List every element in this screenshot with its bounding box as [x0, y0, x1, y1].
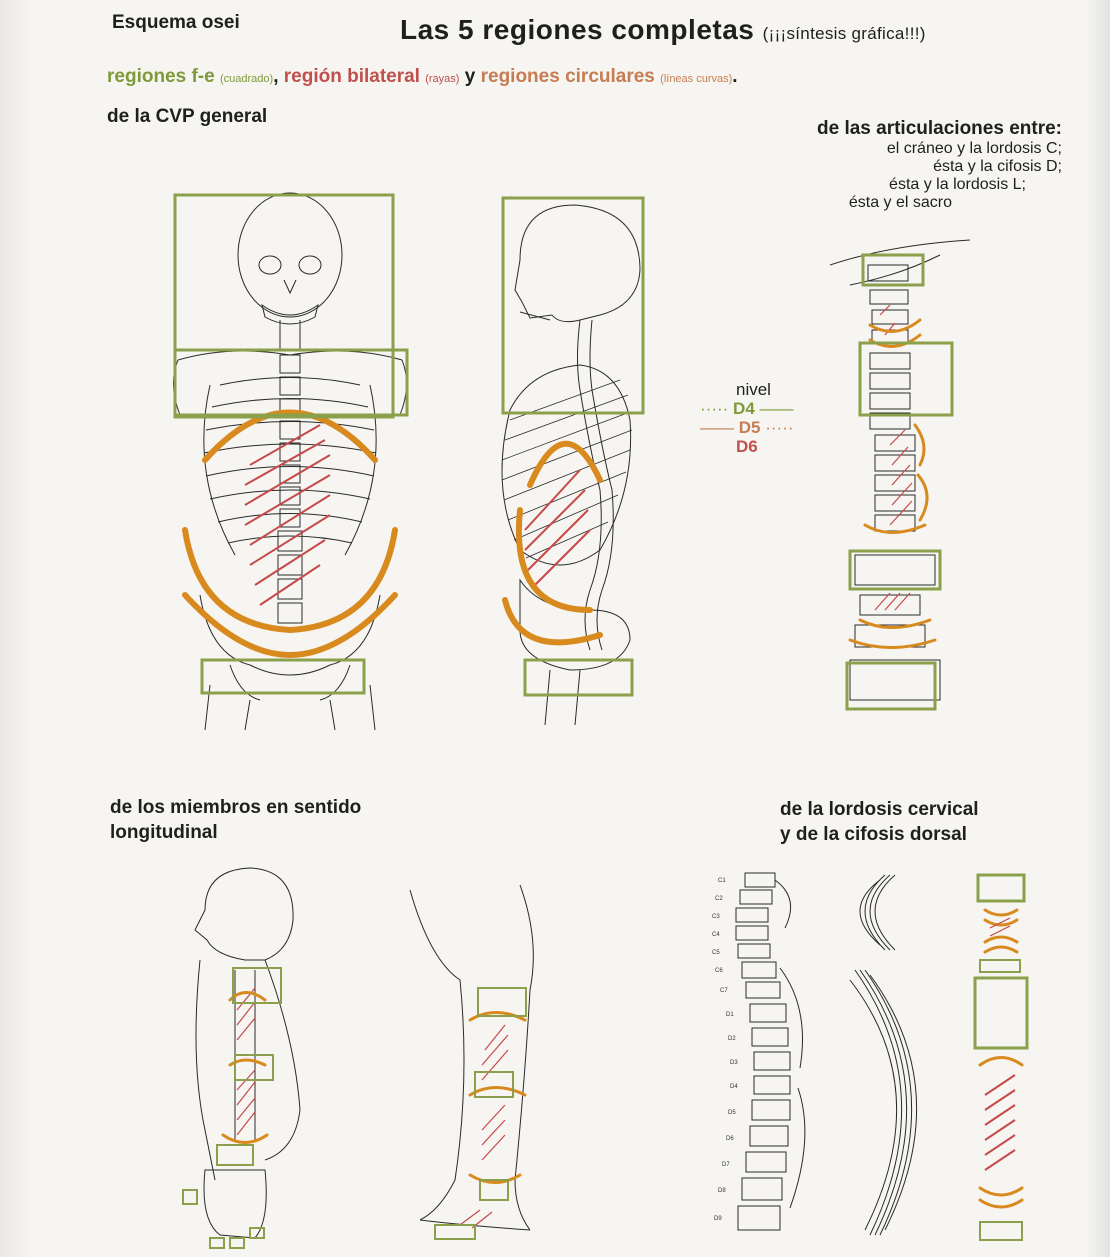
- circular-arc-middle: [185, 530, 395, 630]
- legend-green-term: regiones f-e: [107, 66, 215, 87]
- column-box-3: [975, 978, 1027, 1048]
- section-cvp-general: de la CVP general: [107, 106, 267, 128]
- arm-box-wrist: [217, 1145, 253, 1165]
- articulation-box-dorsal-lumbar: [850, 551, 940, 589]
- side-skeleton-figure: [480, 190, 660, 730]
- svg-text:D2: D2: [728, 1036, 736, 1042]
- region-box-shoulders: [175, 350, 407, 415]
- legend-line: regiones f-e (cuadrado), región bilatera…: [107, 66, 738, 88]
- nivel-d4-row: ····· D4 ——: [700, 399, 794, 418]
- svg-text:C7: C7: [720, 988, 728, 994]
- page-title: Las 5 regiones completas (¡¡¡síntesis gr…: [400, 14, 926, 46]
- legend-green-note: (cuadrado): [220, 73, 273, 85]
- leg-box-foot: [435, 1225, 475, 1239]
- svg-text:D6: D6: [726, 1136, 734, 1142]
- legend-sep2: y: [465, 66, 476, 87]
- arm-box-elbow: [235, 1055, 273, 1080]
- skull-outline: [238, 193, 342, 317]
- svg-text:C6: C6: [715, 968, 723, 974]
- legend-end: .: [732, 66, 737, 87]
- region-box-pelvis: [202, 660, 364, 693]
- lordosis-spine-figure: C1 C2 C3 C4 C5 C6 C7 D1 D2 D3 D4 D5 D6 D…: [710, 868, 830, 1243]
- articulaciones-list: el cráneo y la lordosis C; ésta y la cif…: [849, 140, 1062, 212]
- curvature-lines-figure: [845, 870, 945, 1245]
- header-left-label: Esquema osei: [112, 12, 240, 34]
- section-lordosis: de la lordosis cervical y de la cifosis …: [780, 797, 979, 847]
- legend-orange-term: regiones circulares: [481, 66, 655, 87]
- articulaciones-item: el cráneo y la lordosis C;: [849, 140, 1062, 158]
- nivel-legend: nivel ····· D4 —— —— D5 ····· D6: [700, 380, 794, 456]
- articulation-box-sacral: [847, 663, 935, 709]
- region-box-head: [175, 195, 393, 417]
- nivel-d4: D4: [733, 399, 755, 418]
- rib-cage: [204, 378, 376, 556]
- legend-sep1: ,: [273, 66, 278, 87]
- articulations-spine-figure: [830, 235, 980, 735]
- arm-limb-figure: [175, 860, 325, 1250]
- svg-text:C5: C5: [712, 950, 720, 956]
- nivel-label: nivel: [700, 380, 794, 399]
- front-skeleton-figure: [150, 185, 430, 735]
- legend-red-note: (rayas): [425, 73, 459, 85]
- lordosis-vertebrae: [736, 873, 805, 1230]
- svg-text:D4: D4: [730, 1084, 738, 1090]
- side-circular-arc-upper: [530, 444, 600, 485]
- articulation-box-cervical-dorsal: [860, 343, 952, 415]
- nivel-d5-row: —— D5 ·····: [700, 418, 794, 437]
- regions-column-figure: [970, 870, 1040, 1245]
- articulaciones-item: ésta y la lordosis L;: [849, 176, 1026, 194]
- leg-box-knee: [475, 1072, 513, 1097]
- svg-text:D7: D7: [722, 1162, 730, 1168]
- nivel-d6: D6: [700, 437, 794, 456]
- nivel-d5: D5: [739, 418, 761, 437]
- section-miembros: de los miembros en sentido longitudinal: [110, 795, 361, 845]
- column-red-hatching: [985, 1075, 1015, 1170]
- side-bilateral-hatching: [525, 470, 590, 585]
- column-box-4: [980, 1222, 1022, 1240]
- svg-text:C2: C2: [715, 896, 723, 902]
- svg-text:C1: C1: [718, 878, 726, 884]
- legend-red-term: región bilateral: [284, 66, 420, 87]
- spine-front: [278, 355, 302, 623]
- svg-text:D3: D3: [730, 1060, 738, 1066]
- svg-text:D1: D1: [726, 1012, 734, 1018]
- legend-orange-note: (líneas curvas): [660, 73, 732, 85]
- page-title-sub: (¡¡¡síntesis gráfica!!!): [763, 24, 926, 43]
- articulaciones-item: ésta y el sacro: [849, 194, 952, 212]
- svg-text:C3: C3: [712, 914, 720, 920]
- column-box-1: [978, 875, 1024, 901]
- articulations-red-hatching: [875, 305, 912, 610]
- svg-text:D9: D9: [714, 1216, 722, 1222]
- section-lordosis-line1: de la lordosis cervical: [780, 797, 979, 822]
- leg-limb-figure: [400, 880, 550, 1250]
- section-miembros-line2: longitudinal: [110, 820, 361, 845]
- leg-red-hatching: [460, 1025, 508, 1228]
- section-articulaciones-title: de las articulaciones entre:: [817, 118, 1062, 140]
- svg-text:D5: D5: [728, 1110, 736, 1116]
- side-skull: [515, 205, 640, 322]
- svg-text:C4: C4: [712, 932, 720, 938]
- section-miembros-line1: de los miembros en sentido: [110, 795, 361, 820]
- section-lordosis-line2: y de la cifosis dorsal: [780, 822, 979, 847]
- articulaciones-item: ésta y la cifosis D;: [849, 158, 1062, 176]
- page-title-main: Las 5 regiones completas: [400, 14, 754, 45]
- svg-text:D8: D8: [718, 1188, 726, 1194]
- circular-arc-upper: [205, 413, 375, 461]
- column-box-2: [980, 960, 1020, 972]
